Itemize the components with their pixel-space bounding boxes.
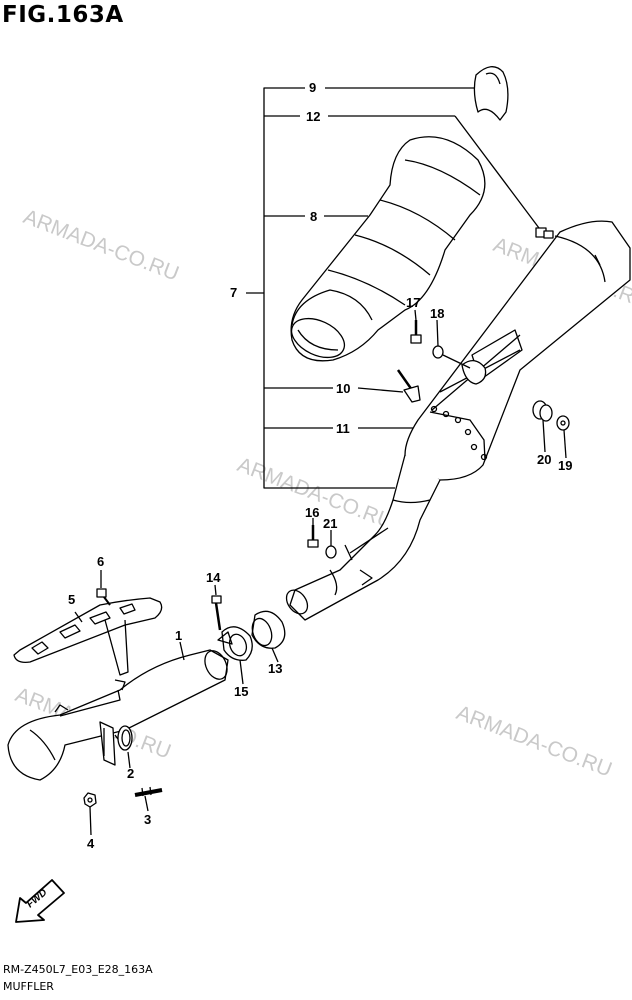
gasket-2 xyxy=(117,725,133,751)
muffler-connecting-pipe xyxy=(285,454,441,621)
callout-17: 17 xyxy=(406,295,420,310)
callout-12: 12 xyxy=(306,109,320,124)
callout-16: 16 xyxy=(305,505,319,520)
muffler-body xyxy=(404,220,631,481)
callout-7: 7 xyxy=(230,285,237,300)
washer-19 xyxy=(556,415,570,431)
callout-9: 9 xyxy=(309,80,316,95)
rivet-10 xyxy=(396,369,421,403)
bolt-17 xyxy=(410,320,422,344)
stud-bolt-3 xyxy=(134,786,163,797)
callout-5: 5 xyxy=(68,592,75,607)
watermark: ARMADA-CO.RU xyxy=(20,205,182,285)
seal-13 xyxy=(251,610,286,649)
callout-13: 13 xyxy=(268,661,282,676)
assembly-bracket-7 xyxy=(246,87,543,489)
bolt-14 xyxy=(211,595,222,631)
callout-2: 2 xyxy=(127,766,134,781)
diagram-name: MUFFLER xyxy=(3,980,54,993)
callout-14: 14 xyxy=(206,570,221,585)
glass-wool-8 xyxy=(290,136,486,362)
page-title: FIG.163A xyxy=(2,2,124,28)
exhaust-pipe-1 xyxy=(7,649,229,781)
leader-lines xyxy=(74,309,567,836)
callout-labels: 9 12 8 7 17 18 10 11 20 19 16 21 6 14 5 … xyxy=(68,80,572,851)
fwd-arrow-icon xyxy=(15,879,65,923)
grommet-20 xyxy=(532,400,553,422)
callout-3: 3 xyxy=(144,812,151,827)
washer-18 xyxy=(432,345,471,369)
callout-6: 6 xyxy=(97,554,104,569)
diagram-code: RM-Z450L7_E03_E28_163A xyxy=(3,963,153,976)
callout-10: 10 xyxy=(336,381,350,396)
callout-21: 21 xyxy=(323,516,337,531)
callout-1: 1 xyxy=(175,628,182,643)
bolt-6 xyxy=(96,588,111,606)
heat-pad-9 xyxy=(473,66,509,121)
bolt-12 xyxy=(535,227,554,239)
washer-21 xyxy=(325,545,337,559)
watermark: ARMADA-CO.RU xyxy=(453,701,615,781)
nut-4 xyxy=(83,792,97,808)
heat-guard-5 xyxy=(13,597,163,676)
callout-4: 4 xyxy=(87,836,95,851)
callout-15: 15 xyxy=(234,684,248,699)
callout-18: 18 xyxy=(430,306,444,321)
bolt-16 xyxy=(307,525,319,548)
callout-19: 19 xyxy=(558,458,572,473)
callout-11: 11 xyxy=(336,421,350,436)
callout-8: 8 xyxy=(310,209,317,224)
callout-20: 20 xyxy=(537,452,551,467)
clamp-15 xyxy=(217,626,253,661)
watermark: ARMADA-CO.RU xyxy=(234,453,396,533)
